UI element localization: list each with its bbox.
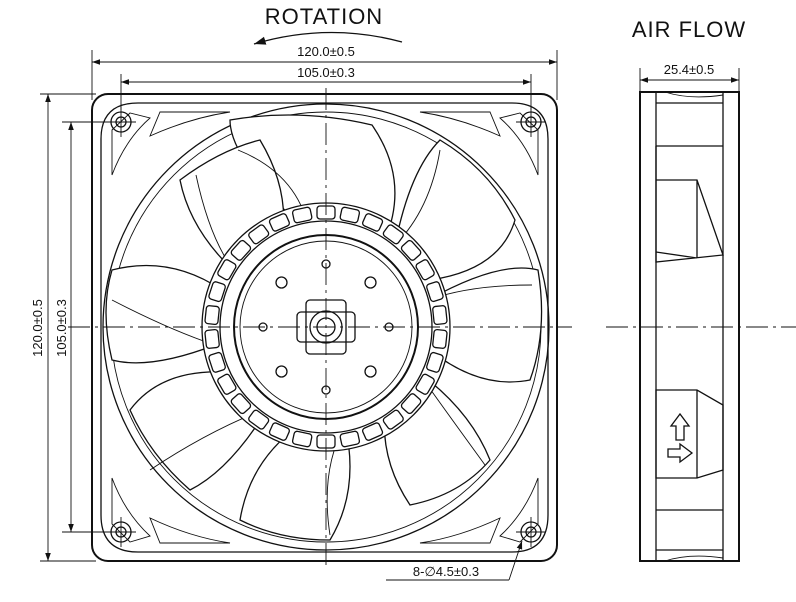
corner-webs xyxy=(111,111,539,544)
top-dimensions: 120.0±0.5 105.0±0.3 xyxy=(91,44,558,110)
hub-segment xyxy=(248,409,270,430)
width-outer-label: 120.0±0.5 xyxy=(297,44,355,59)
side-lower-rib xyxy=(664,555,724,562)
holes-callout-leader xyxy=(508,540,523,581)
hub-segment xyxy=(400,239,422,261)
hub-segment xyxy=(415,373,435,395)
hub-segment xyxy=(268,213,290,232)
hub-segment xyxy=(400,393,422,415)
hub-segment xyxy=(362,422,384,441)
hub-hole xyxy=(275,365,288,378)
left-dimensions: 120.0±0.5 105.0±0.3 xyxy=(30,93,112,562)
hub-segment xyxy=(208,351,226,373)
hub-segment xyxy=(426,351,444,373)
rotation-label: ROTATION xyxy=(265,4,383,29)
hub-segment xyxy=(339,206,361,224)
hub-segment xyxy=(217,373,237,395)
hub-segment xyxy=(382,409,404,430)
mounting-holes xyxy=(106,107,546,547)
hub-segment xyxy=(204,305,220,326)
hub-magnet-segments xyxy=(204,205,448,449)
side-upper-web xyxy=(655,102,724,263)
hub-segment xyxy=(362,213,384,232)
hub-segment xyxy=(339,430,361,448)
hub-segment xyxy=(415,259,435,281)
side-lower-web xyxy=(655,389,724,551)
depth-label: 25.4±0.5 xyxy=(664,62,715,77)
hub-segment xyxy=(291,206,313,224)
hub-hole xyxy=(275,276,288,289)
holes-callout-label: 8-∅4.5±0.3 xyxy=(413,564,479,579)
height-holes-label: 105.0±0.3 xyxy=(54,299,69,357)
height-outer-label: 120.0±0.5 xyxy=(30,299,45,357)
front-view: ROTATION 120.0±0.5 105.0±0.3 120.0±0.5 1… xyxy=(30,4,572,581)
hub-hole xyxy=(364,365,377,378)
hub-hole xyxy=(364,276,377,289)
hub-segment xyxy=(230,239,252,261)
arrow-up-icon xyxy=(669,412,691,441)
hub-segment xyxy=(432,328,448,349)
hub-segment xyxy=(291,430,313,448)
hub-segment xyxy=(426,281,444,303)
side-view: AIR FLOW 25.4±0.5 xyxy=(606,17,796,562)
frame-outer xyxy=(91,93,558,562)
rotation-arrow xyxy=(253,31,403,45)
hub-segment xyxy=(432,305,448,326)
arrow-right-icon xyxy=(667,442,694,464)
side-body xyxy=(639,91,740,562)
hub-segment xyxy=(208,281,226,303)
width-holes-label: 105.0±0.3 xyxy=(297,65,355,80)
frame-inner xyxy=(100,102,549,553)
hub-segment xyxy=(217,259,237,281)
hub-segment xyxy=(230,393,252,415)
airflow-label: AIR FLOW xyxy=(632,17,746,42)
hub-segment xyxy=(268,422,290,441)
side-upper-rib xyxy=(664,91,724,98)
holes-callout: 8-∅4.5±0.3 xyxy=(386,540,523,581)
hub-segment xyxy=(248,224,270,245)
hub-segment xyxy=(204,328,220,349)
hub-segment xyxy=(382,224,404,245)
